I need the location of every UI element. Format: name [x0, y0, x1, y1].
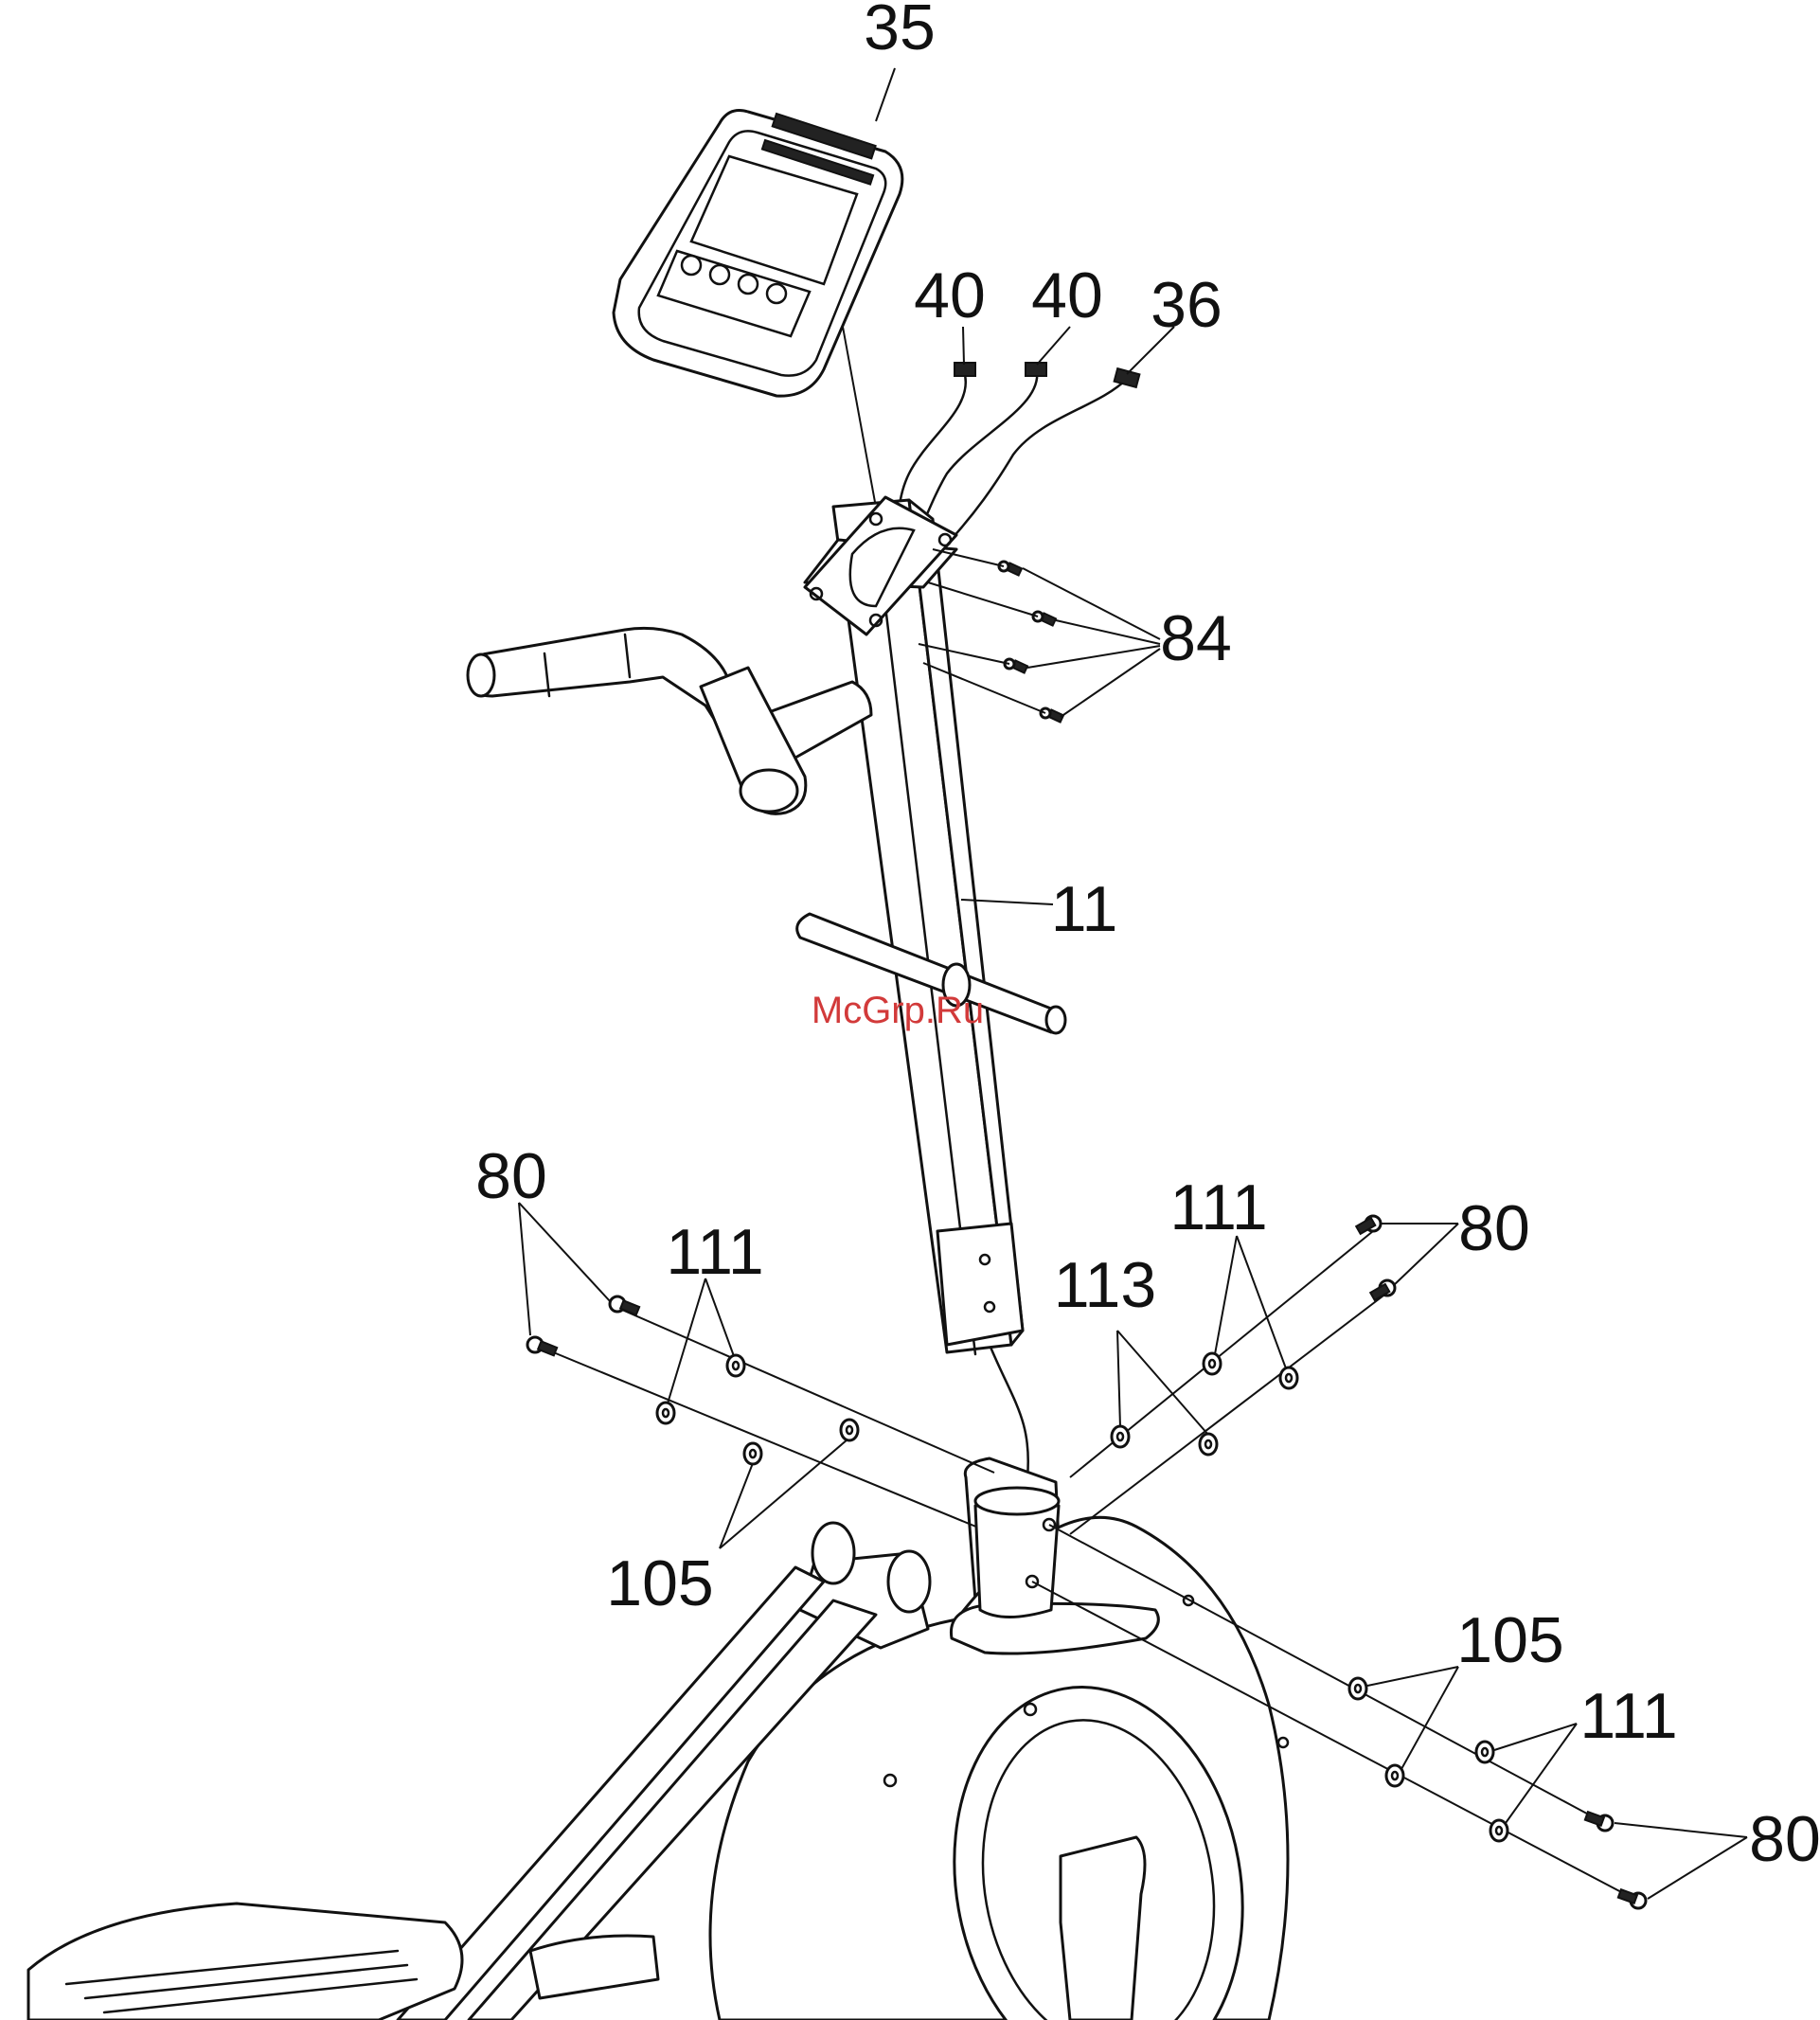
- label-113: 113: [1054, 1249, 1156, 1321]
- label-35: 35: [864, 0, 936, 63]
- bolt-icon: [1356, 1216, 1381, 1234]
- washer-icon: [1349, 1678, 1366, 1699]
- label-84: 84: [1160, 602, 1232, 674]
- bolt-icon: [1033, 612, 1056, 626]
- label-111-right-upper: 111: [1169, 1171, 1267, 1243]
- washer-icon: [657, 1403, 674, 1423]
- cable-connector-40b: [1026, 363, 1046, 376]
- washer-icon: [1280, 1368, 1297, 1388]
- washer-icon: [1200, 1434, 1217, 1455]
- bolt-icon: [1618, 1889, 1646, 1908]
- label-80-left: 80: [475, 1140, 547, 1212]
- bolt-icon: [1041, 708, 1063, 723]
- handlebar: [468, 628, 871, 813]
- label-105-left: 105: [606, 1547, 713, 1619]
- label-111-right-lower: 111: [1579, 1680, 1677, 1752]
- washer-icon: [1476, 1742, 1493, 1762]
- bolt-icon: [610, 1296, 639, 1314]
- washer-icon: [744, 1443, 761, 1464]
- cable-connector-40a: [955, 363, 975, 376]
- watermark: McGrp.Ru: [812, 990, 984, 1031]
- washer-icon: [1490, 1820, 1508, 1841]
- label-40b: 40: [1031, 259, 1103, 331]
- label-80-right-upper: 80: [1458, 1192, 1530, 1264]
- console-part: [614, 111, 902, 397]
- label-80-right-lower: 80: [1749, 1803, 1820, 1875]
- screws-84: [919, 549, 1160, 723]
- label-40a: 40: [914, 259, 986, 331]
- base-frame: [28, 1458, 1288, 2020]
- label-11: 11: [1051, 873, 1118, 945]
- upright-tube: [797, 497, 1065, 1354]
- bolt-icon: [527, 1337, 557, 1355]
- tube-socket: [975, 1488, 1059, 1618]
- cable-connector-36: [1115, 368, 1140, 387]
- washer-icon: [841, 1420, 858, 1440]
- label-36: 36: [1151, 269, 1222, 341]
- bolt-icon: [999, 562, 1022, 576]
- washer-icon: [1112, 1426, 1129, 1447]
- bolt-icon: [1585, 1812, 1613, 1831]
- bolt-icon: [1005, 659, 1027, 673]
- washer-icon: [727, 1355, 744, 1376]
- label-111-left: 111: [666, 1216, 763, 1288]
- label-105-right: 105: [1456, 1604, 1563, 1676]
- washer-icon: [1204, 1353, 1221, 1374]
